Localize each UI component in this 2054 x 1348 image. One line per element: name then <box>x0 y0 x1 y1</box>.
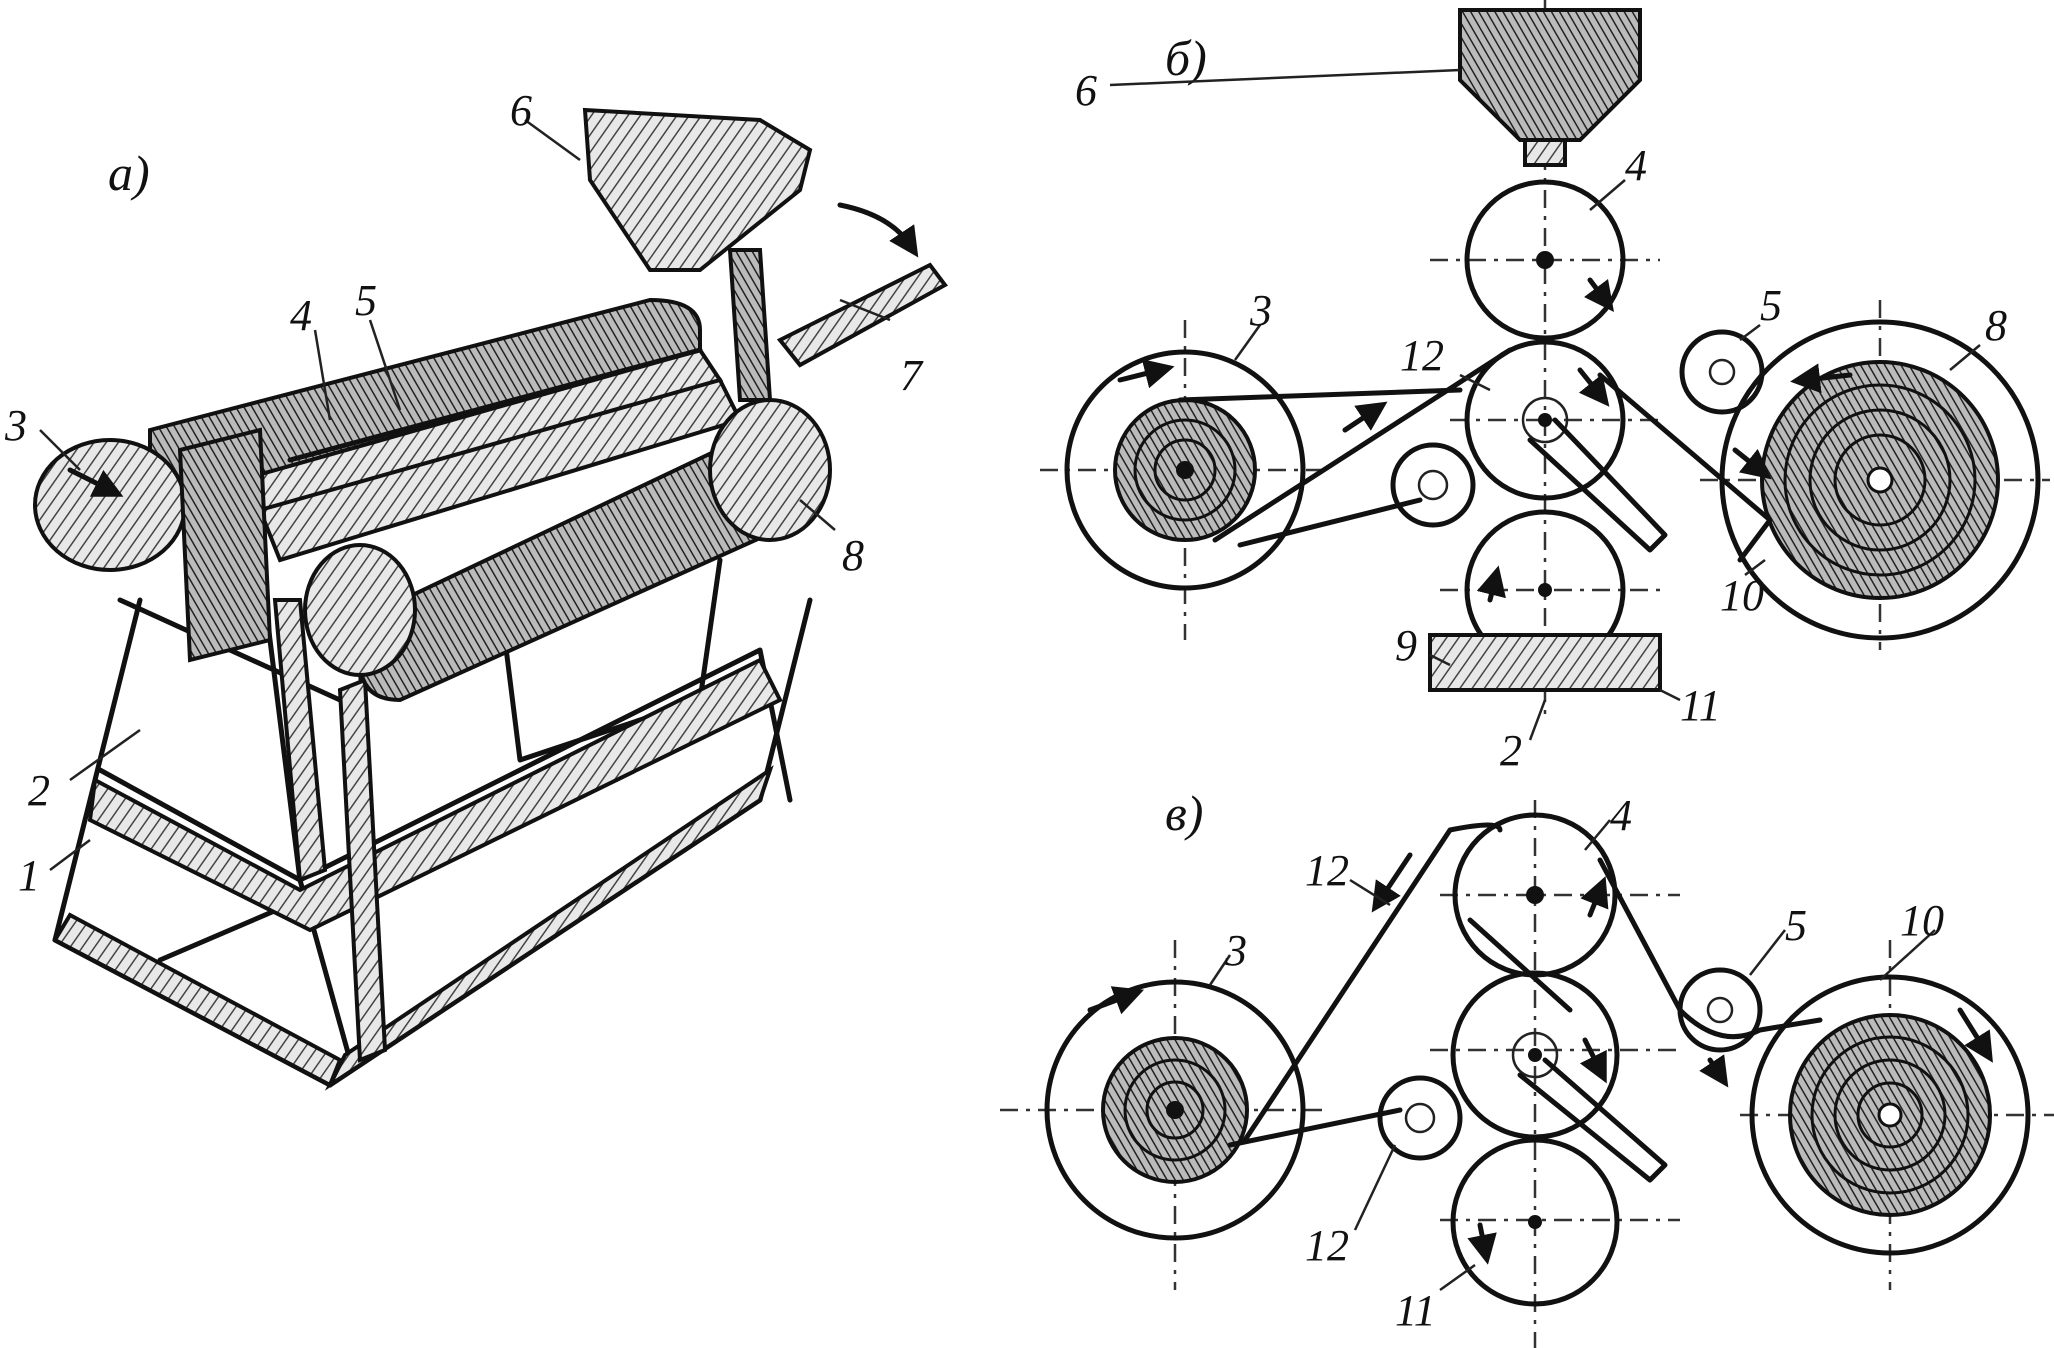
svg-text:5: 5 <box>1785 901 1807 950</box>
roll-12-b <box>1464 339 1626 501</box>
svg-text:8: 8 <box>1985 301 2007 350</box>
svg-text:11: 11 <box>1395 1286 1436 1335</box>
svg-text:7: 7 <box>900 351 924 400</box>
panel-c-label: в) <box>1165 785 1203 841</box>
svg-text:4: 4 <box>290 291 312 340</box>
roll-12-c <box>1450 970 1620 1140</box>
panel-c-schematic: в) <box>1000 785 2054 1348</box>
drum-3-b <box>1064 349 1306 591</box>
svg-text:9: 9 <box>1395 621 1417 670</box>
svg-text:12: 12 <box>1305 846 1349 895</box>
drum-10-c <box>1749 974 2031 1256</box>
side-plate <box>177 427 273 663</box>
svg-text:6: 6 <box>1075 66 1097 115</box>
panel-b-label: б) <box>1165 30 1207 86</box>
roll-4-b <box>1464 179 1626 341</box>
svg-text:11: 11 <box>1680 681 1721 730</box>
leaders-b <box>1109 68 1981 741</box>
panel-a-machine: a) <box>4 86 948 1091</box>
lever-b <box>1527 417 1668 553</box>
panel-a-label: a) <box>108 145 150 201</box>
leaders-c <box>1208 819 1936 1292</box>
svg-text:3: 3 <box>1224 926 1247 975</box>
roll-5-c <box>1677 967 1763 1053</box>
svg-text:5: 5 <box>1760 281 1782 330</box>
svg-text:4: 4 <box>1625 141 1647 190</box>
svg-text:10: 10 <box>1900 896 1944 945</box>
web-path-c <box>1227 822 1823 1148</box>
svg-text:4: 4 <box>1610 791 1632 840</box>
idler-c <box>1377 1075 1463 1161</box>
svg-text:3: 3 <box>4 401 27 450</box>
drum-3 <box>33 438 187 572</box>
roll-5-b <box>1679 329 1765 415</box>
leaders-a <box>39 118 891 871</box>
svg-text:2: 2 <box>1500 726 1522 775</box>
drum-8-b <box>1719 319 2041 641</box>
svg-text:12: 12 <box>1305 1221 1349 1270</box>
drum-3-c <box>1044 979 1306 1241</box>
svg-text:6: 6 <box>510 86 532 135</box>
handle-7 <box>776 202 948 368</box>
labels-b: 3 4 5 6 8 9 10 11 12 2 <box>1075 66 2007 775</box>
svg-text:3: 3 <box>1249 286 1272 335</box>
svg-text:8: 8 <box>842 531 864 580</box>
svg-text:2: 2 <box>28 766 50 815</box>
panel-b-schematic: б) <box>1040 0 2050 775</box>
svg-text:5: 5 <box>355 276 377 325</box>
hopper-6 <box>582 107 813 402</box>
table-9-b <box>1428 633 1662 692</box>
idler-b <box>1390 442 1476 528</box>
svg-text:12: 12 <box>1400 331 1444 380</box>
hopper-6-b <box>1458 8 1642 167</box>
labels-c: 3 4 5 10 11 12 12 <box>1224 791 1944 1335</box>
labels-a: 1 2 3 4 5 6 7 8 <box>4 86 924 900</box>
svg-text:10: 10 <box>1720 571 1764 620</box>
svg-text:1: 1 <box>18 851 40 900</box>
web-path-b <box>1177 347 1773 563</box>
roll-11-c <box>1450 1137 1620 1307</box>
lever-c <box>1517 1057 1668 1183</box>
machine-frame <box>52 537 813 1091</box>
